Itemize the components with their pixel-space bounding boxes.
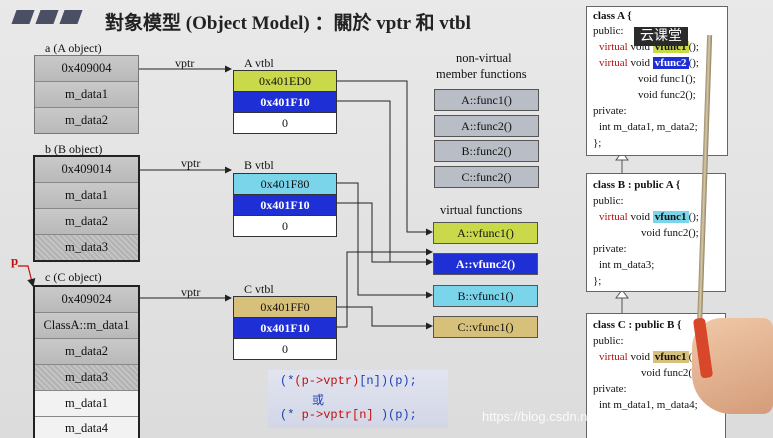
a-vtbl: 0x401ED0 0x401F10 0 xyxy=(233,70,337,134)
b-vtbl-entry: 0x401F80 xyxy=(234,174,336,195)
object-a-vptr-cell: 0x409004 xyxy=(35,56,138,82)
virtual-function-box: C::vfunc1() xyxy=(433,316,538,338)
virtual-heading: virtual functions xyxy=(440,203,523,217)
vptr-label: vptr xyxy=(175,56,195,70)
virtual-function-box: A::vfunc2() xyxy=(433,253,538,275)
object-a: 0x409004 m_data1 m_data2 xyxy=(34,55,139,134)
nonvirtual-heading: non-virtual xyxy=(456,51,512,65)
nonvirtual-function-box: C::func2() xyxy=(434,166,539,188)
object-a-cell: m_data2 xyxy=(35,108,138,133)
virtual-function-box: A::vfunc1() xyxy=(433,222,538,244)
call-syntax-line-1: (*(p->vptr)[n])(p); xyxy=(280,374,417,388)
call-syntax-box: (*(p->vptr)[n])(p); 或 (* p->vptr[n] )(p)… xyxy=(268,370,448,428)
object-b-cell: m_data2 xyxy=(35,209,138,235)
object-a-label: a (A object) xyxy=(45,41,102,55)
object-b-vptr-cell: 0x409014 xyxy=(35,157,138,183)
nonvirtual-function-box: A::func1() xyxy=(434,89,539,111)
object-c-vptr-cell: 0x409024 xyxy=(35,287,138,313)
object-c-cell: ClassA::m_data1 xyxy=(35,313,138,339)
a-vtbl-label: A vtbl xyxy=(244,56,274,70)
a-vtbl-entry: 0x401ED0 xyxy=(234,71,336,92)
call-syntax-line-2: (* p->vptr[n] )(p); xyxy=(280,408,417,422)
pointer-p-label: p xyxy=(11,253,19,268)
call-syntax-or: 或 xyxy=(312,393,325,407)
object-c: 0x409024 ClassA::m_data1 m_data2 m_data3… xyxy=(33,285,140,438)
object-c-cell: m_data2 xyxy=(35,339,138,365)
slide-title: 對象模型 (Object Model) ：關於 vptr 和 vtbl xyxy=(105,13,471,34)
course-logo: 云课堂 xyxy=(634,27,688,46)
c-vtbl-label: C vtbl xyxy=(244,282,274,296)
a-vtbl-entry: 0x401F10 xyxy=(234,92,336,113)
a-vtbl-entry: 0 xyxy=(234,113,336,133)
b-vtbl-entry: 0 xyxy=(234,216,336,236)
c-vtbl-entry: 0 xyxy=(234,339,336,359)
virtual-function-box: B::vfunc1() xyxy=(433,285,538,307)
vptr-label: vptr xyxy=(181,285,201,299)
nonvirtual-function-box: A::func2() xyxy=(434,115,539,137)
c-vtbl-entry: 0x401F10 xyxy=(234,318,336,339)
object-b: 0x409014 m_data1 m_data2 m_data3 xyxy=(33,155,140,262)
nonvirtual-function-box: B::func2() xyxy=(434,140,539,162)
object-b-label: b (B object) xyxy=(45,142,103,156)
object-c-label: c (C object) xyxy=(45,270,102,284)
nonvirtual-heading: member functions xyxy=(436,67,527,81)
c-vtbl: 0x401FF0 0x401F10 0 xyxy=(233,296,337,360)
b-vtbl-entry: 0x401F10 xyxy=(234,195,336,216)
object-b-cell: m_data3 xyxy=(35,235,138,260)
object-c-cell: m_data4 xyxy=(35,417,138,438)
watermark-url: https://blog.csdn.net/weixin_42908334 xyxy=(482,409,704,424)
b-vtbl-label: B vtbl xyxy=(244,158,274,172)
vptr-label: vptr xyxy=(181,156,201,170)
c-vtbl-entry: 0x401FF0 xyxy=(234,297,336,318)
class-a-code: class A { public: virtual void vfunc1();… xyxy=(586,6,728,156)
b-vtbl: 0x401F80 0x401F10 0 xyxy=(233,173,337,237)
object-c-cell: m_data1 xyxy=(35,391,138,417)
object-b-cell: m_data1 xyxy=(35,183,138,209)
object-a-cell: m_data1 xyxy=(35,82,138,108)
object-c-cell: m_data3 xyxy=(35,365,138,391)
